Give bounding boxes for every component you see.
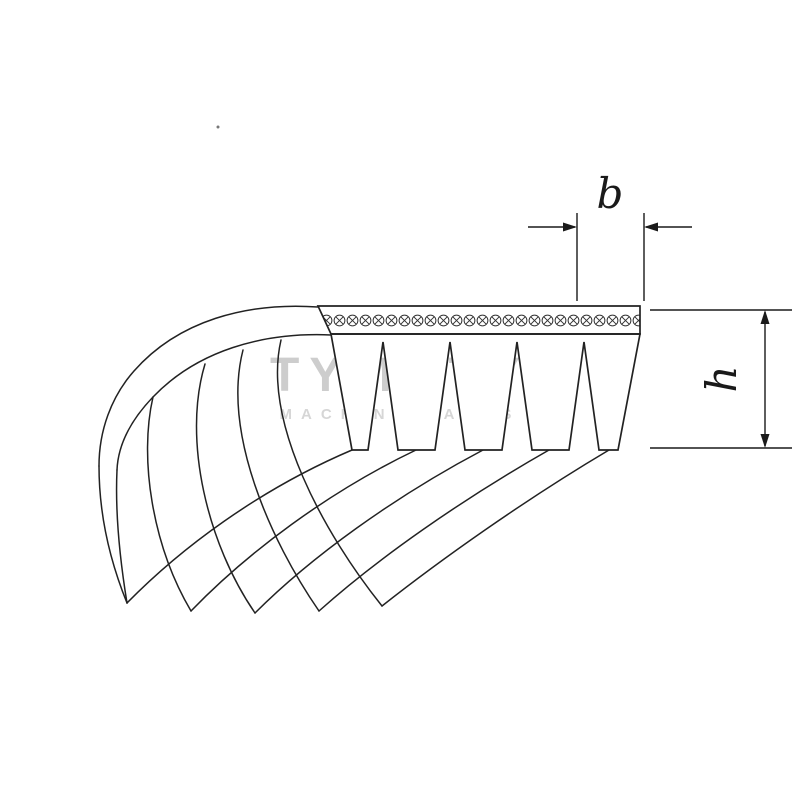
belt-inner-top-curve [116,333,332,471]
dim-b-arrow-left-icon [563,222,577,232]
rib-edge-curve-4l [237,349,320,612]
rib-tip-curve-3 [254,449,484,614]
belt-top-band [316,305,641,335]
rib-tip-curve-5 [381,449,610,607]
dim-b-label: b [597,169,624,218]
belt-left-edge-inner [115,469,128,604]
rib-tip-curve-2 [190,449,417,612]
rib-tip-curve-1 [126,449,353,604]
dim-h-arrow-down-icon [760,434,770,448]
belt-cross-section-face [329,333,642,451]
belt-top-band-hatch [316,305,641,335]
belt-left-edge-outer [98,465,128,604]
dimension-b: b [528,169,692,301]
dimension-h: h [650,309,792,449]
ink-speck [216,125,220,129]
dim-b-arrow-right-icon [644,222,658,232]
rib-edge-curve-2l [146,396,192,612]
rib-edge-curve-3l [195,363,256,614]
dim-h-label: h [697,365,746,392]
dim-h-arrow-up-icon [760,310,770,324]
belt-outer-top-curve [98,305,319,467]
belt-body-curves [98,305,610,614]
rib-tip-curve-4 [318,449,550,612]
rib-edge-curve-5l [276,339,383,607]
